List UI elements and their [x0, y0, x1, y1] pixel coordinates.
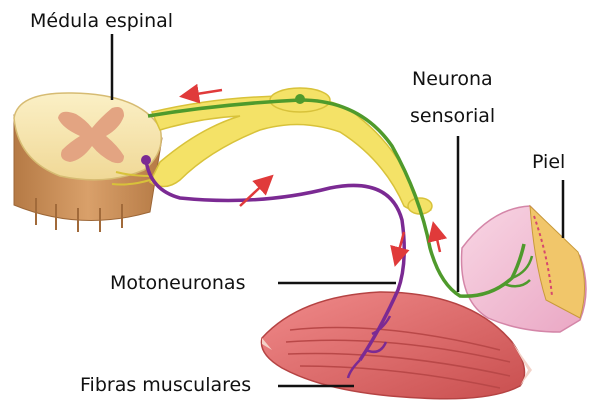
arrow-sensory-input — [184, 90, 222, 96]
label-sensory-neuron-line2: sensorial — [410, 107, 495, 126]
label-motor-neurons: Motoneuronas — [110, 274, 245, 293]
arrow-motor-output — [240, 178, 270, 206]
arrow-from-skin — [434, 226, 440, 252]
label-sensory-neuron-line1: Neurona — [412, 70, 493, 89]
spinal-cord — [14, 93, 162, 232]
label-spinal-cord: Médula espinal — [30, 12, 173, 31]
label-muscle-fibers: Fibras musculares — [80, 376, 251, 395]
label-skin: Piel — [532, 153, 565, 172]
